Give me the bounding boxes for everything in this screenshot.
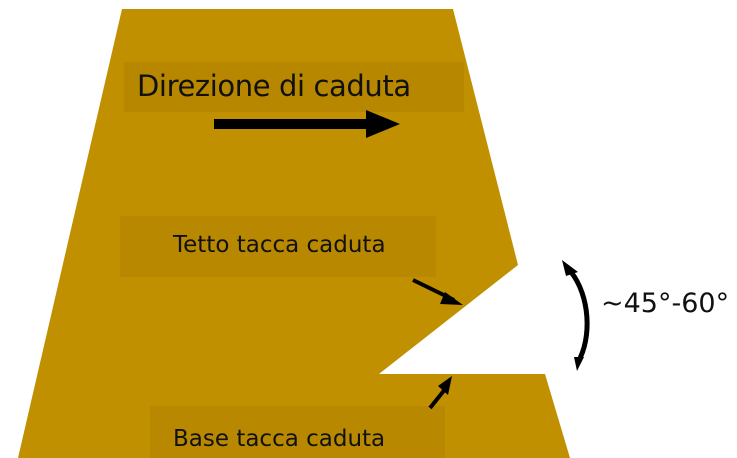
notch-base-label-background	[150, 406, 445, 458]
notch-base-pointer-arrow	[428, 376, 452, 410]
notch-roof-label: Tetto tacca caduta	[173, 232, 386, 258]
fall-direction-arrow	[214, 110, 400, 138]
notch-angle-label: ~45°-60°	[601, 288, 730, 319]
notch-roof-pointer-arrow	[412, 278, 463, 305]
notch-roof-label-background	[120, 216, 436, 277]
fall-direction-label-background	[124, 62, 464, 112]
tree-trunk-with-notch	[18, 9, 570, 458]
notch-angle-arc-arrow	[562, 260, 590, 371]
fall-direction-label: Direzione di caduta	[137, 69, 411, 103]
notch-base-label: Base tacca caduta	[173, 426, 386, 452]
